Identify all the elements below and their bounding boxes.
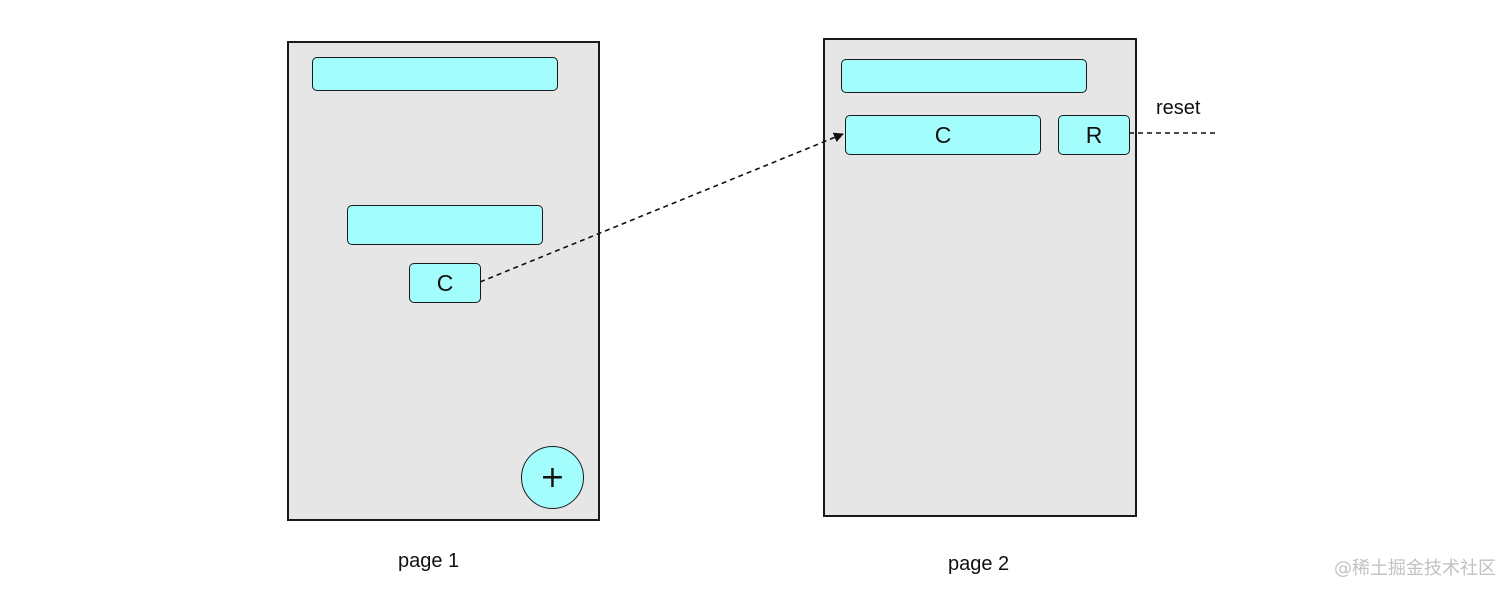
page-1-caption: page 1: [398, 550, 460, 572]
page-1-middle-bar: [347, 205, 543, 245]
page-2-frame: C R: [823, 38, 1137, 517]
watermark-text: @稀土掘金技术社区: [1334, 558, 1496, 579]
reset-label: reset: [1156, 97, 1201, 119]
page-1-frame: C +: [287, 41, 600, 521]
add-fab-button[interactable]: +: [521, 446, 584, 509]
page-2-c-box[interactable]: C: [845, 115, 1041, 155]
page-2-r-box[interactable]: R: [1058, 115, 1130, 155]
page-2-caption: page 2: [948, 553, 1010, 575]
page-1-c-box[interactable]: C: [409, 263, 481, 303]
page-1-top-bar: [312, 57, 558, 91]
page-2-top-bar: [841, 59, 1087, 93]
